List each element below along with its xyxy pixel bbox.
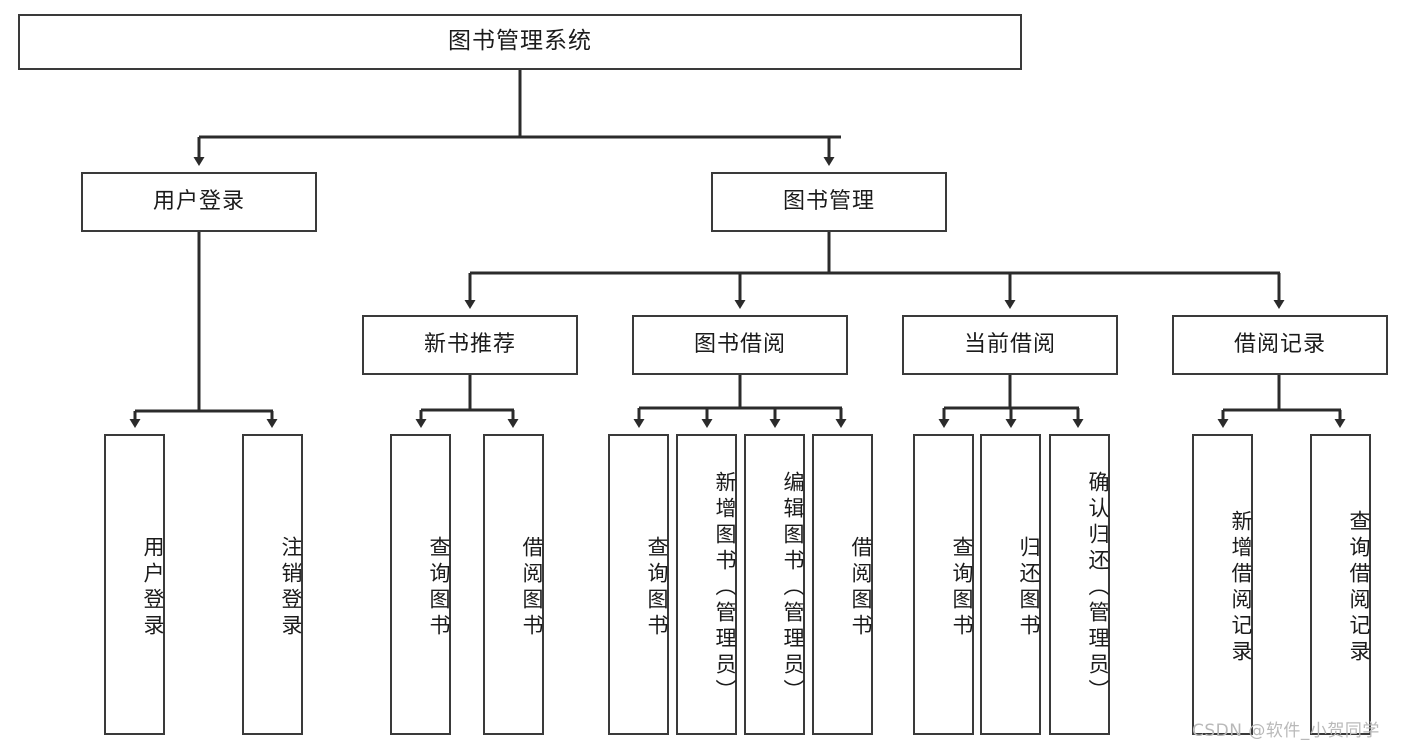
node-current-borrow-label: 当前借阅	[963, 331, 1056, 357]
node-leaf-edit-book[interactable]: 编辑图书（管理员）	[744, 434, 805, 735]
csdn-watermark: CSDN @软件_小贺同学	[1192, 721, 1380, 741]
node-leaf-query-book-2-label: 查询图书	[645, 535, 669, 640]
node-leaf-add-record[interactable]: 新增借阅记录	[1192, 434, 1253, 735]
node-book-manage-label: 图书管理	[782, 188, 875, 214]
node-current-borrow[interactable]: 当前借阅	[902, 315, 1118, 375]
node-leaf-query-book-2[interactable]: 查询图书	[608, 434, 669, 735]
node-leaf-query-book-3-label: 查询图书	[950, 535, 974, 640]
node-leaf-add-record-label: 新增借阅记录	[1229, 509, 1253, 666]
node-leaf-add-book[interactable]: 新增图书（管理员）	[676, 434, 737, 735]
node-user-login-label: 用户登录	[152, 188, 245, 214]
node-leaf-query-book-3[interactable]: 查询图书	[913, 434, 974, 735]
node-leaf-add-book-label: 新增图书（管理员）	[713, 470, 737, 705]
node-leaf-user-logout[interactable]: 注销登录	[242, 434, 303, 735]
node-leaf-return-book-label: 归还图书	[1017, 535, 1041, 640]
node-user-login[interactable]: 用户登录	[81, 172, 317, 232]
node-book-manage[interactable]: 图书管理	[711, 172, 947, 232]
node-book-borrow[interactable]: 图书借阅	[632, 315, 848, 375]
node-leaf-edit-book-label: 编辑图书（管理员）	[781, 470, 805, 705]
node-new-book-rec[interactable]: 新书推荐	[362, 315, 578, 375]
node-leaf-user-logout-label: 注销登录	[279, 535, 303, 640]
node-leaf-query-record-label: 查询借阅记录	[1347, 509, 1371, 666]
node-leaf-query-record[interactable]: 查询借阅记录	[1310, 434, 1371, 735]
node-borrow-record-label: 借阅记录	[1233, 331, 1326, 357]
node-leaf-query-book-1[interactable]: 查询图书	[390, 434, 451, 735]
node-borrow-record[interactable]: 借阅记录	[1172, 315, 1388, 375]
node-leaf-borrow-book-2-label: 借阅图书	[849, 535, 873, 640]
node-leaf-user-login-label: 用户登录	[141, 535, 165, 640]
node-leaf-confirm-return[interactable]: 确认归还（管理员）	[1049, 434, 1110, 735]
node-root-label: 图书管理系统	[448, 28, 592, 55]
node-leaf-query-book-1-label: 查询图书	[427, 535, 451, 640]
node-leaf-borrow-book-1[interactable]: 借阅图书	[483, 434, 544, 735]
node-leaf-user-login[interactable]: 用户登录	[104, 434, 165, 735]
node-leaf-confirm-return-label: 确认归还（管理员）	[1086, 470, 1110, 705]
node-leaf-borrow-book-2[interactable]: 借阅图书	[812, 434, 873, 735]
node-root[interactable]: 图书管理系统	[18, 14, 1022, 70]
node-leaf-borrow-book-1-label: 借阅图书	[520, 535, 544, 640]
node-new-book-rec-label: 新书推荐	[423, 331, 516, 357]
node-leaf-return-book[interactable]: 归还图书	[980, 434, 1041, 735]
node-book-borrow-label: 图书借阅	[693, 331, 786, 357]
